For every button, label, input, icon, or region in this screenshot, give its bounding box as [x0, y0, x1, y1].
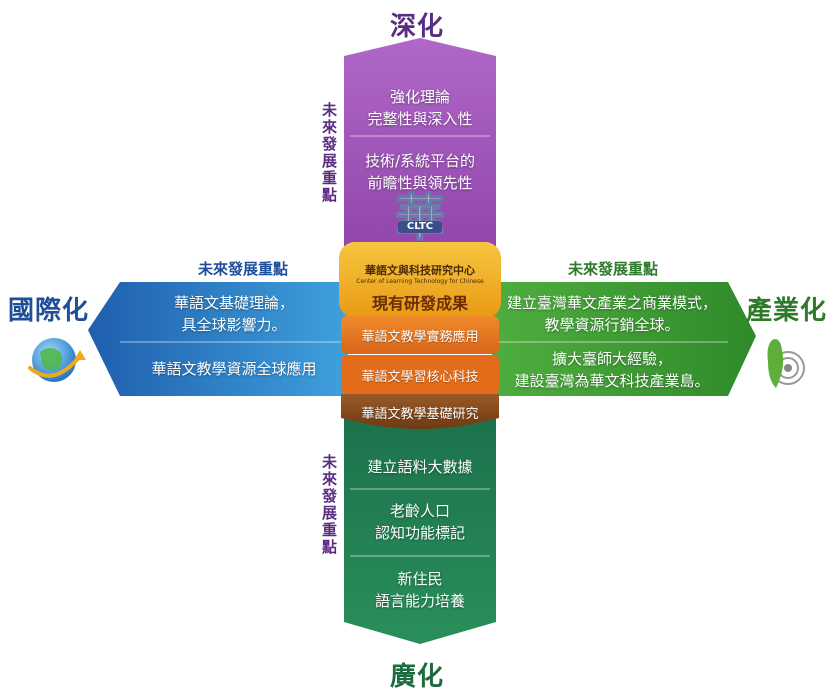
direction-label-right: 產業化: [746, 296, 828, 326]
bottom-arm-item-1: 建立語料大數據: [367, 458, 473, 476]
logo-character-shape: 華: [395, 188, 445, 247]
right-arm-item-1: 建立臺灣華文產業之商業模式， 教學資源行銷全球。: [506, 294, 717, 334]
left-arm-item-1: 華語文基礎理論， 具全球影響力。: [173, 294, 294, 334]
bottom-arm: [344, 396, 496, 644]
core-layer-2: 華語文學習核心科技: [361, 370, 479, 385]
right-arm-item-2: 擴大臺師大經驗， 建設臺灣為華文科技產業島。: [514, 350, 710, 390]
top-arm-item-2: 技術/系統平台的 前瞻性與領先性: [364, 152, 476, 192]
future-label-bottom: 未來發展重點: [320, 454, 338, 556]
core-orange-layer-1: [341, 316, 499, 354]
future-label-top: 未來發展重點: [320, 102, 338, 204]
core-layer-3: 華語文教學基礎研究: [361, 407, 479, 422]
core-center-name-en: Center of Learning Technology for Chines…: [356, 278, 484, 285]
core-center-name: 華語文與科技研究中心: [365, 264, 475, 277]
bottom-arm-item-2: 老齡人口 認知功能標記: [374, 502, 465, 542]
logo-text: CLTC: [398, 221, 442, 233]
core-brown-layer: [341, 394, 499, 429]
globe-shape: [28, 338, 86, 382]
left-arm-item-2: 華語文教學資源全球應用: [151, 360, 317, 378]
bottom-arm-item-3: 新住民 語言能力培養: [374, 570, 465, 610]
core-title: 現有研發成果: [371, 294, 468, 313]
right-arm: [492, 282, 756, 396]
direction-label-top: 深化: [390, 12, 445, 42]
core-orange-layer-2: [341, 355, 499, 394]
core-layer-1: 華語文教學實務應用: [361, 330, 479, 345]
direction-label-left: 國際化: [8, 296, 90, 326]
core-gold-layer: [339, 242, 501, 318]
top-arm-item-1: 強化理論 完整性與深入性: [367, 88, 473, 128]
future-label-left: 未來發展重點: [197, 260, 288, 278]
taiwan-target-shape: [767, 339, 805, 388]
left-arm: [88, 282, 348, 396]
direction-label-bottom: 廣化: [390, 662, 445, 692]
top-arm: [344, 38, 496, 290]
future-label-right: 未來發展重點: [567, 260, 658, 278]
